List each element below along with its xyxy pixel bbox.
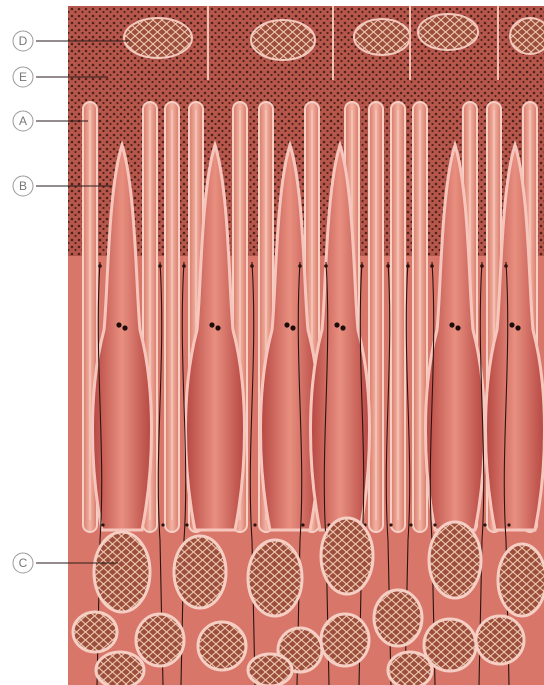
fiber-terminal <box>185 523 188 526</box>
cone-nucleolus <box>509 322 514 327</box>
cone-nucleolus <box>122 325 127 330</box>
cell-nucleus <box>96 652 144 685</box>
fiber-terminal <box>433 523 436 526</box>
cell-nucleus <box>476 616 524 664</box>
cone-nucleolus <box>284 322 289 327</box>
cell-nucleus <box>136 614 184 666</box>
cell-nucleus <box>321 614 369 666</box>
fiber-terminal <box>360 264 364 268</box>
fiber-terminal <box>504 264 508 268</box>
fiber-terminal <box>507 523 510 526</box>
cell-nucleus <box>73 612 117 652</box>
cell-nucleus <box>94 532 150 612</box>
fiber-terminal <box>253 523 256 526</box>
cell-nucleus <box>429 522 481 598</box>
cell-nucleus <box>321 518 373 594</box>
cell-nucleus <box>248 540 302 616</box>
fiber-terminal <box>480 264 484 268</box>
fiber-terminal <box>301 523 304 526</box>
fiber-terminal <box>250 264 254 268</box>
cell-nucleus <box>498 544 544 616</box>
cone-nucleolus <box>455 325 460 330</box>
cell-nucleus <box>388 652 432 685</box>
label-e: E <box>19 70 27 84</box>
pigment-nucleus <box>124 18 192 58</box>
label-b: B <box>19 179 27 193</box>
cone-nucleolus <box>340 325 345 330</box>
label-d: D <box>19 34 28 48</box>
pigment-nucleus <box>510 18 544 54</box>
fiber-terminal <box>389 523 392 526</box>
cone-nucleolus <box>215 325 220 330</box>
cone-nucleolus <box>334 322 339 327</box>
fiber-terminal <box>101 523 104 526</box>
label-a: A <box>19 114 27 128</box>
cone-nucleolus <box>116 322 121 327</box>
fiber-terminal <box>161 523 164 526</box>
cell-nucleus <box>198 622 246 670</box>
fiber-terminal <box>409 523 412 526</box>
fiber-terminal <box>324 264 328 268</box>
fiber-terminal <box>98 264 102 268</box>
cone-nucleolus <box>515 325 520 330</box>
cone-nucleolus <box>209 322 214 327</box>
label-c: C <box>19 556 28 570</box>
fiber-terminal <box>182 264 186 268</box>
fiber-terminal <box>430 264 434 268</box>
cell-nucleus <box>248 654 292 685</box>
cell-nucleus <box>174 536 226 608</box>
pigment-nucleus <box>354 19 410 55</box>
fiber-terminal <box>298 264 302 268</box>
fiber-terminal <box>386 264 390 268</box>
cell-nucleus <box>374 590 422 646</box>
fiber-terminal <box>406 264 410 268</box>
cone-nucleolus <box>290 325 295 330</box>
pigment-nucleus <box>418 14 478 50</box>
fiber-terminal <box>483 523 486 526</box>
cone-nucleolus <box>449 322 454 327</box>
pigment-nucleus <box>251 20 315 60</box>
fiber-terminal <box>158 264 162 268</box>
